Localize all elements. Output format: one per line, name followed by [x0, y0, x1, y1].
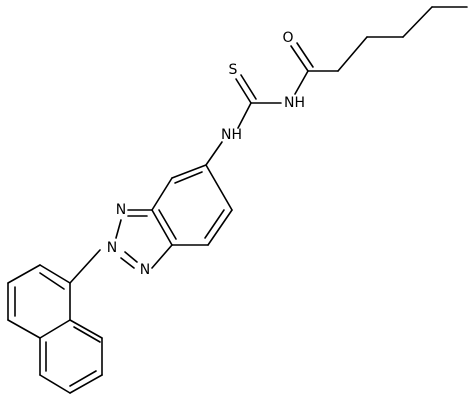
bond-n5 [39, 319, 71, 339]
amine-nh-label: NH [221, 127, 242, 143]
bond-b3 [151, 209, 173, 246]
bond-b1 [171, 164, 207, 179]
bond-b3-inner [158, 209, 177, 240]
bond-cs-nh [237, 102, 252, 129]
bond-n-naphthyl [69, 249, 101, 284]
bond-n2 [7, 264, 41, 284]
bond-n4 [7, 319, 41, 339]
bond-c-o-b [296, 42, 314, 68]
bond-n7-inner [73, 326, 101, 343]
bond-b2 [151, 177, 173, 211]
oxygen-label: O [282, 30, 293, 46]
bond-b1-inner [174, 171, 203, 184]
triazole-ring [115, 209, 173, 269]
bond-chain-4 [337, 36, 368, 72]
bond-n7 [69, 319, 103, 339]
bond-b5 [207, 209, 233, 246]
bond-b6 [205, 164, 233, 211]
bond-n1-inner [39, 272, 65, 290]
atom-labels: O S NH NH N N N [107, 30, 305, 278]
thiourea-group [205, 74, 282, 166]
bond-c-s-b [240, 74, 257, 100]
bond-nh-ar [205, 141, 223, 166]
bond-t3-inner [124, 251, 138, 263]
bond-chain-2 [402, 6, 433, 38]
carbonyl-group [290, 42, 314, 95]
bond-b5-inner [204, 209, 225, 239]
bond-n9-inner [69, 370, 97, 387]
bond-c-o-a [290, 45, 309, 72]
bond-n9 [69, 374, 103, 394]
bond-c-nh [294, 70, 309, 95]
benzo-ring [151, 164, 233, 246]
bond-t2 [115, 219, 122, 239]
triazole-n-bottom-label: N [140, 262, 150, 278]
naphthalene [7, 264, 103, 394]
hexyl-chain [307, 6, 468, 72]
sulfur-label: S [229, 62, 238, 78]
bond-n10 [39, 374, 71, 394]
bond-t4 [151, 244, 173, 269]
imide-nh-label: NH [284, 95, 305, 111]
bond-n1 [39, 264, 71, 284]
triazole-n-mid-label: N [107, 240, 117, 256]
triazole-n-top-label: N [116, 202, 126, 218]
bond-t3 [120, 257, 135, 269]
bond-c-s-a [235, 78, 252, 104]
